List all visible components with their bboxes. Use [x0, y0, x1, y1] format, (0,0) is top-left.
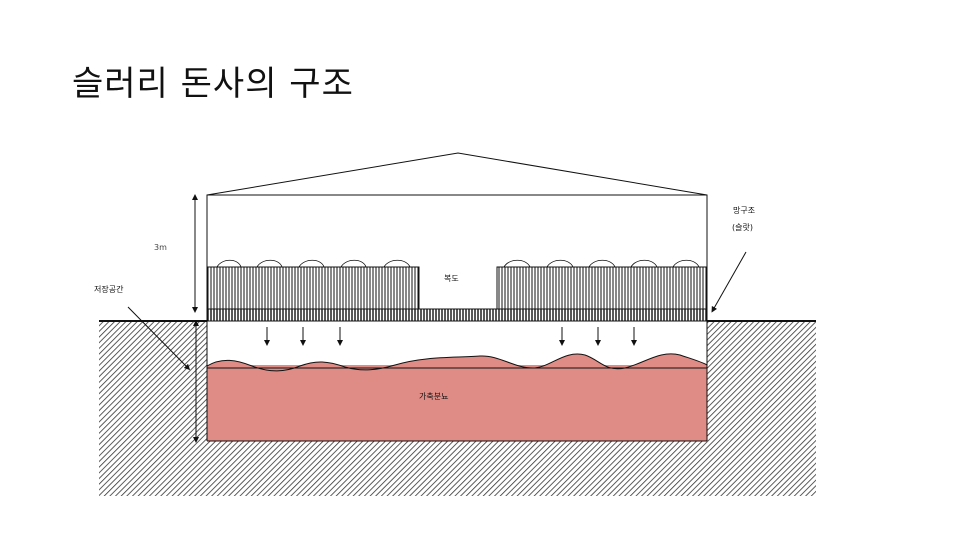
slat-label-line2: (슬랏) [732, 222, 753, 232]
ground [99, 320, 816, 496]
page-title: 슬러리 돈사의 구조 [72, 64, 354, 104]
manure-wave [206, 353, 708, 372]
pen-right [496, 259, 708, 310]
manure-layer [207, 365, 707, 441]
slat-leader-line [711, 251, 747, 313]
height-label: 3m [154, 243, 167, 252]
animals-left [216, 259, 411, 268]
animals-right [503, 259, 700, 268]
slat-floor [206, 308, 708, 322]
roof [206, 152, 708, 196]
ground-right [707, 320, 816, 496]
storage-label: 저장공간 [94, 284, 124, 294]
storage-leader-line [127, 306, 191, 371]
passage-label: 복도 [444, 274, 459, 283]
ground-bottom [207, 441, 707, 496]
manure-label: 가축분뇨 [419, 392, 448, 401]
slat-label-line1: 망구조 [733, 205, 755, 215]
pen-right-partition [496, 266, 708, 310]
pen-left [206, 259, 420, 310]
storage-pit [206, 321, 708, 442]
flow-arrows [264, 327, 637, 346]
pen-left-partition [206, 266, 420, 310]
ground-left [99, 320, 207, 496]
